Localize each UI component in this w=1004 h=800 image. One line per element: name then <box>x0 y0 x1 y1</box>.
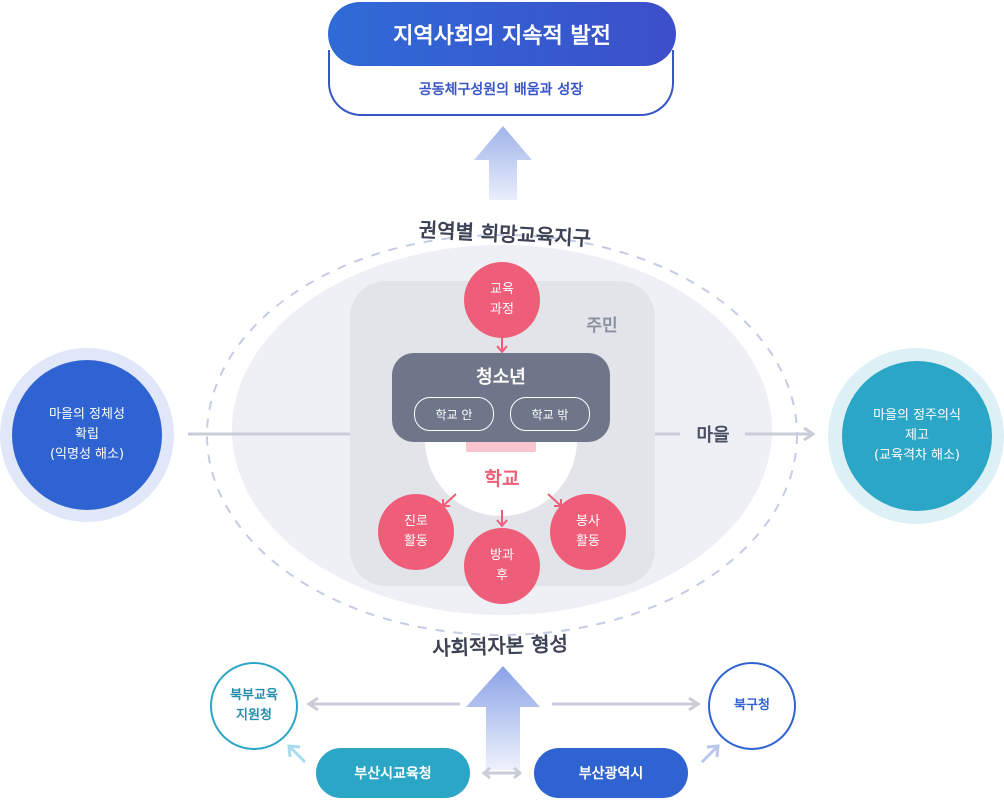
diag-arrow-right-head <box>706 744 720 758</box>
in-school-pill: 학교 안 <box>414 397 494 431</box>
north-office-circle: 북부교육 지원청 <box>210 662 298 750</box>
curriculum-line1: 교육 <box>490 282 514 297</box>
volunteer-line2: 활동 <box>576 534 600 549</box>
settlement-line3: (교육격차 해소) <box>873 448 961 463</box>
curriculum-circle: 교육 과정 <box>464 262 540 338</box>
diag-arrow-right <box>700 746 718 764</box>
village-identity-circle: 마을의 정체성 확립 (익명성 해소) <box>12 360 162 510</box>
bottom-up-arrow <box>466 666 540 770</box>
arrow-to-bukgu-head <box>688 696 701 712</box>
arrow-to-volunteer <box>547 493 561 506</box>
village-label: 마을 <box>696 425 730 446</box>
village-identity-line3: (익명성 해소) <box>49 447 125 462</box>
settlement-line2: 제고 <box>905 428 929 443</box>
ring-bottom-label: 사회적자본 형성 <box>431 631 569 660</box>
arrow-to-career <box>443 493 457 506</box>
career-circle: 진로 활동 <box>378 494 454 570</box>
village-identity-line1: 마을의 정체성 <box>49 407 125 422</box>
north-office-line1: 북부교육 <box>230 688 278 703</box>
afterschool-line1: 방과 <box>490 548 514 563</box>
goal-title: 지역사회의 지속적 발전 <box>328 2 676 66</box>
youth-panel: 청소년 학교 안 학교 밖 <box>392 353 610 442</box>
afterschool-line2: 후 <box>496 568 508 583</box>
volunteer-line1: 봉사 <box>576 514 600 529</box>
right-connector-arrowhead <box>803 426 816 442</box>
bukgu-circle: 북구청 <box>708 662 796 750</box>
career-line2: 활동 <box>404 534 428 549</box>
settlement-circle: 마을의 정주의식 제고 (교육격차 해소) <box>842 361 992 511</box>
diag-arrow-left-head <box>287 744 301 758</box>
village-identity-line2: 확립 <box>75 427 99 442</box>
double-arrow-head-left <box>481 766 491 780</box>
afterschool-circle: 방과 후 <box>464 528 540 604</box>
diag-arrow-left <box>289 746 307 764</box>
arrow-curriculum-down-head <box>496 345 508 354</box>
north-office-line2: 지원청 <box>236 708 272 723</box>
youth-label: 청소년 <box>476 367 526 388</box>
double-arrow-head-right <box>513 766 523 780</box>
curriculum-line2: 과정 <box>490 302 514 317</box>
arrow-to-afterschool-head <box>496 519 508 528</box>
career-line1: 진로 <box>404 514 428 529</box>
residents-label: 주민 <box>586 315 618 336</box>
top-up-arrow <box>474 126 532 200</box>
settlement-line1: 마을의 정주의식 <box>873 408 961 423</box>
out-school-pill: 학교 밖 <box>510 397 590 431</box>
busan-edu-pill: 부산시교육청 <box>316 748 470 798</box>
arrow-to-north-office-head <box>306 696 319 712</box>
school-label: 학교 <box>484 467 520 490</box>
busan-city-pill: 부산광역시 <box>534 748 688 798</box>
volunteer-circle: 봉사 활동 <box>550 494 626 570</box>
